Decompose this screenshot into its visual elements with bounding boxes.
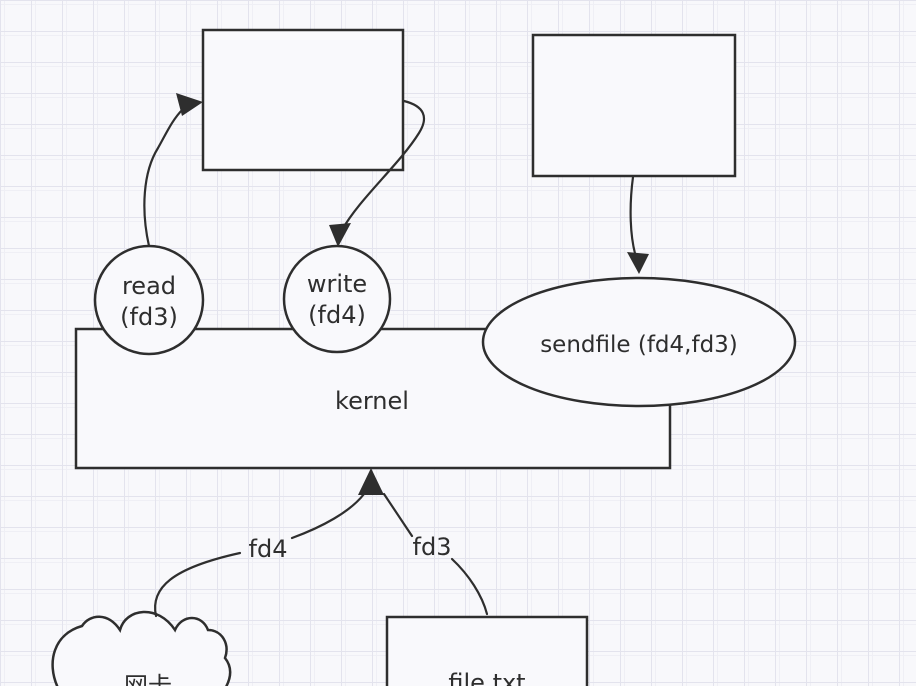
file-txt-label: file.txt	[448, 669, 525, 686]
box-to-write-arrowhead	[329, 223, 351, 247]
write-label: write	[307, 270, 367, 298]
read-fd3-circle	[93, 244, 205, 356]
read-label: read	[122, 272, 176, 300]
box-to-write-arrow	[340, 99, 426, 232]
sendfile-label: sendfile (fd4,fd3)	[540, 332, 738, 358]
read-fd-label: (fd3)	[120, 303, 178, 331]
fd3-edge-lower	[450, 557, 489, 616]
top-right-box	[531, 33, 737, 178]
network-card-cloud	[51, 610, 232, 686]
fd4-edge-lower	[153, 551, 242, 618]
fd4-edge-label: fd4	[249, 535, 288, 563]
sendfile-ellipse	[481, 276, 797, 408]
box-to-sendfile-arrowhead	[627, 252, 649, 274]
write-fd4-circle	[282, 244, 392, 354]
kernel-label: kernel	[335, 387, 409, 415]
into-kernel-arrowhead	[358, 468, 384, 495]
read-to-box-arrowhead	[176, 93, 203, 116]
box-to-sendfile-arrow	[629, 175, 638, 259]
fd3-edge-upper	[382, 492, 414, 538]
read-to-box-arrow	[143, 107, 185, 248]
file-txt-box	[385, 615, 589, 686]
network-card-label: 网卡	[124, 672, 172, 686]
fd4-edge-upper	[290, 492, 366, 540]
fd3-edge-label: fd3	[413, 533, 452, 561]
write-fd-label: (fd4)	[308, 301, 366, 329]
top-left-box	[201, 28, 405, 172]
